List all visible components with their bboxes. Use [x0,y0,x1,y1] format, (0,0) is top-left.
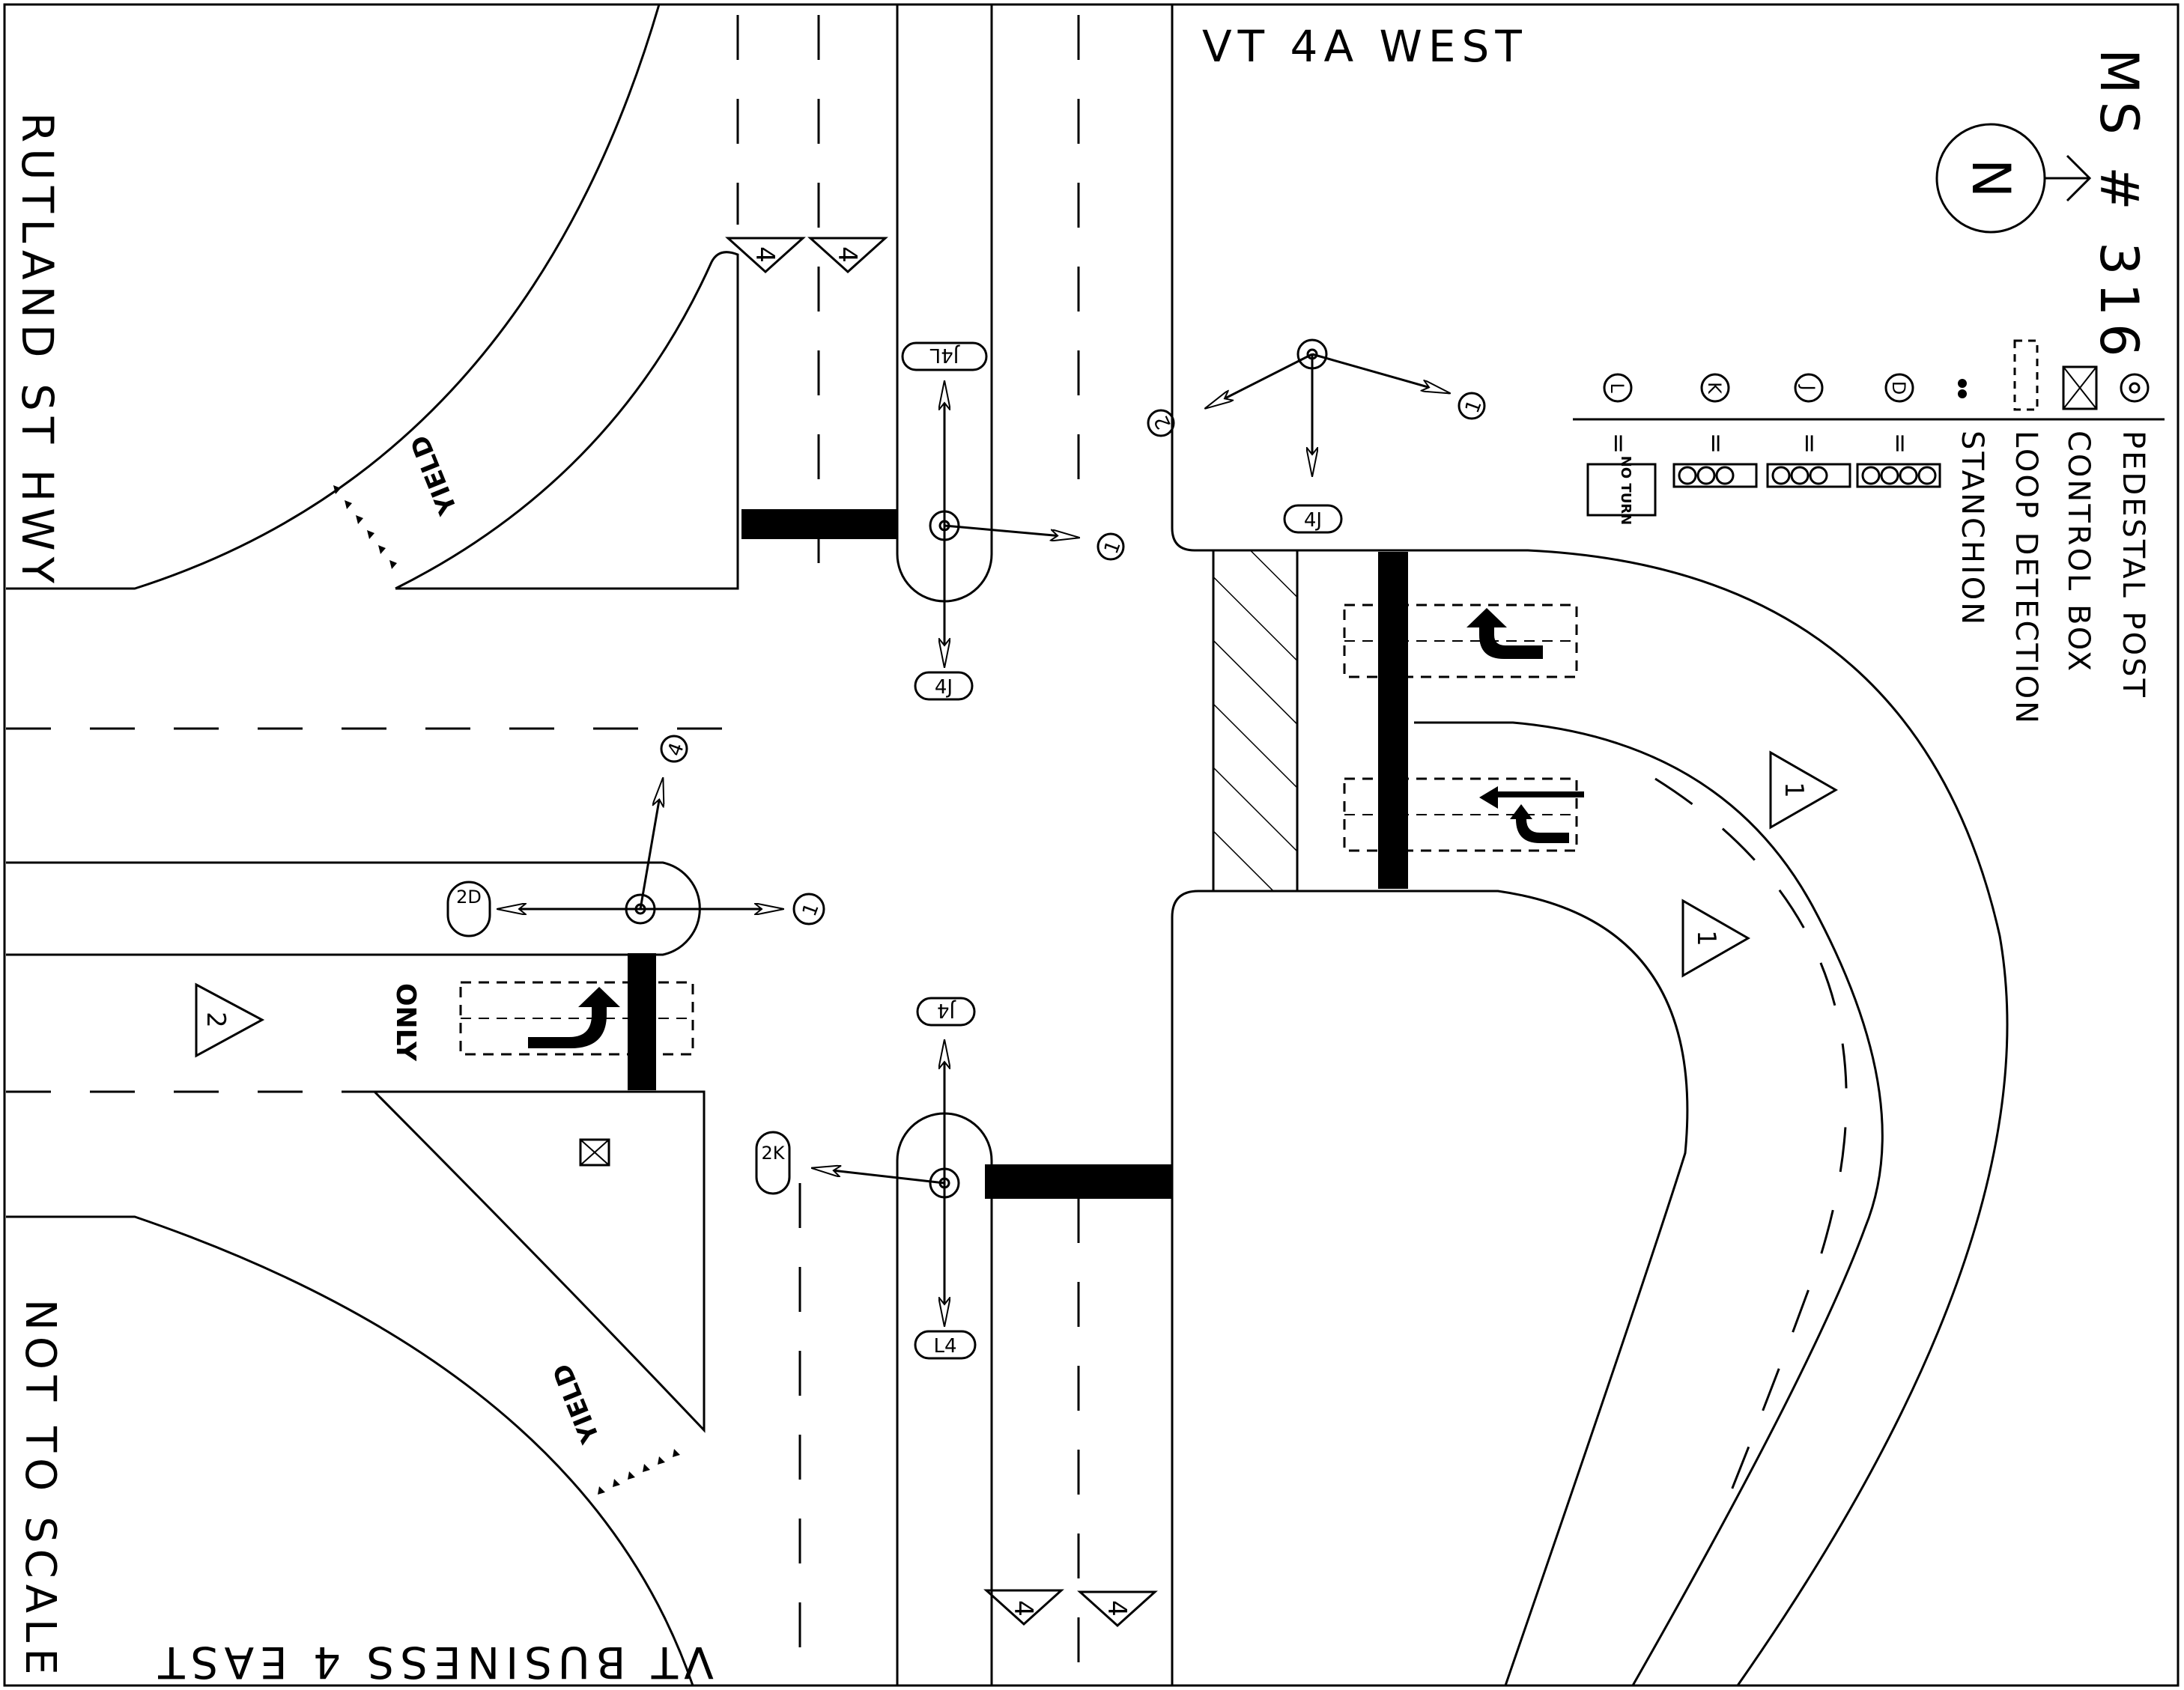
svg-text:K: K [1704,382,1725,395]
svg-text:4: 4 [1102,1600,1132,1617]
phase-marker-4: 4 [983,1589,1064,1626]
left-turn-arrow [1510,804,1569,843]
svg-text:LOOP DETECTION: LOOP DETECTION [2009,431,2043,726]
through-arrow [1479,786,1584,809]
svg-text:=: = [1701,433,1731,455]
loop-detector [1343,604,1578,678]
stop-bar-south [985,1164,1172,1199]
svg-text:L: L [1607,383,1628,393]
phase-marker-1: 1 [1769,750,1839,830]
svg-text:NO TURN: NO TURN [1618,456,1634,525]
yield-line [333,485,397,569]
phase-marker-4: 4 [1077,1590,1158,1628]
page-border [3,3,2180,1687]
svg-text:1: 1 [798,900,824,920]
legend-head-j: J = [1766,373,1851,488]
loop-detector [459,981,694,1056]
pedestal-post: 2 1 4J [1147,338,1487,534]
svg-text:J4: J4 [937,999,956,1021]
stop-bar-north [741,509,897,539]
legend-item: CONTROL BOX [2061,365,2098,673]
svg-text:2: 2 [201,1012,231,1028]
svg-text:STANCHION: STANCHION [1955,431,1989,627]
crosswalk [1212,549,1299,893]
svg-text:PEDESTAL POST: PEDESTAL POST [2116,431,2150,699]
svg-text:J4L: J4L [929,344,960,366]
east-median-curve [1414,721,1884,1686]
svg-text:ONLY: ONLY [390,983,421,1062]
phase-marker-2: 2 [195,982,265,1058]
svg-text:2K: 2K [761,1143,785,1164]
pedestal-post: 1 J4L 4J [901,341,1126,701]
street-name-north: VT 4A WEST [1202,21,1528,72]
phase-marker-1: 1 [1681,899,1751,978]
pedestal-post: 1 4 2D [446,735,825,937]
legend-item: LOOP DETECTION [2009,339,2043,726]
svg-text:=: = [1885,433,1915,455]
svg-text:YIELD: YIELD [547,1359,607,1447]
sw-channel-island [373,1090,706,1433]
left-turn-arrow [1466,608,1543,659]
phase-marker-4: 4 [807,237,888,274]
se-curb [1171,890,1689,1686]
east-outer-curb [1296,549,2009,1686]
svg-text:4: 4 [1008,1600,1038,1617]
nw-curb [6,4,661,590]
legend-head-d: D = [1856,373,1941,488]
ne-curb-corner [1171,527,1213,552]
svg-text:2D: 2D [456,887,482,908]
legend-head-k: K = [1672,373,1758,488]
sw-curb [6,1215,694,1686]
svg-text:=: = [1604,433,1634,455]
svg-text:L4: L4 [933,1335,956,1358]
svg-text:4J: 4J [935,676,953,699]
legend-head-l: L = NO TURN [1586,373,1657,525]
sheet-id: MS # 316 [2088,49,2150,365]
yield-marking: YIELD [547,1359,607,1447]
svg-text:J: J [1798,383,1819,390]
phase-marker-4: 4 [725,237,806,274]
svg-text:CONTROL BOX: CONTROL BOX [2061,431,2096,673]
right-turn-arrow [528,987,620,1048]
svg-text:1: 1 [1779,782,1809,798]
svg-text:4: 4 [832,246,862,263]
svg-text:1: 1 [1691,930,1721,946]
svg-text:N: N [1960,159,2021,198]
not-to-scale-note: NOT TO SCALE [16,1299,64,1681]
legend-item: PEDESTAL POST [2116,373,2150,699]
pedestal-post: 2K J4 L4 [755,997,977,1360]
yield-marking: YIELD [405,431,464,519]
control-box [579,1138,610,1167]
stop-bar-east [1378,552,1408,889]
svg-text:4J: 4J [1304,509,1322,532]
only-marking: ONLY [390,983,421,1062]
svg-text:=: = [1795,433,1824,455]
street-name-west: RUTLAND ST HWY [12,112,63,589]
north-arrow: N [1935,123,2092,234]
loop-detector [1343,777,1578,852]
svg-text:4: 4 [750,246,780,263]
svg-text:D: D [1888,381,1909,395]
stop-bar-west [628,953,656,1090]
nw-channel-island [395,251,739,590]
street-name-south: VT BUSINESS 4 EAST [152,1637,714,1688]
svg-text:YIELD: YIELD [405,431,464,519]
legend-item: STANCHION [1955,379,1989,627]
yield-line [598,1449,680,1495]
